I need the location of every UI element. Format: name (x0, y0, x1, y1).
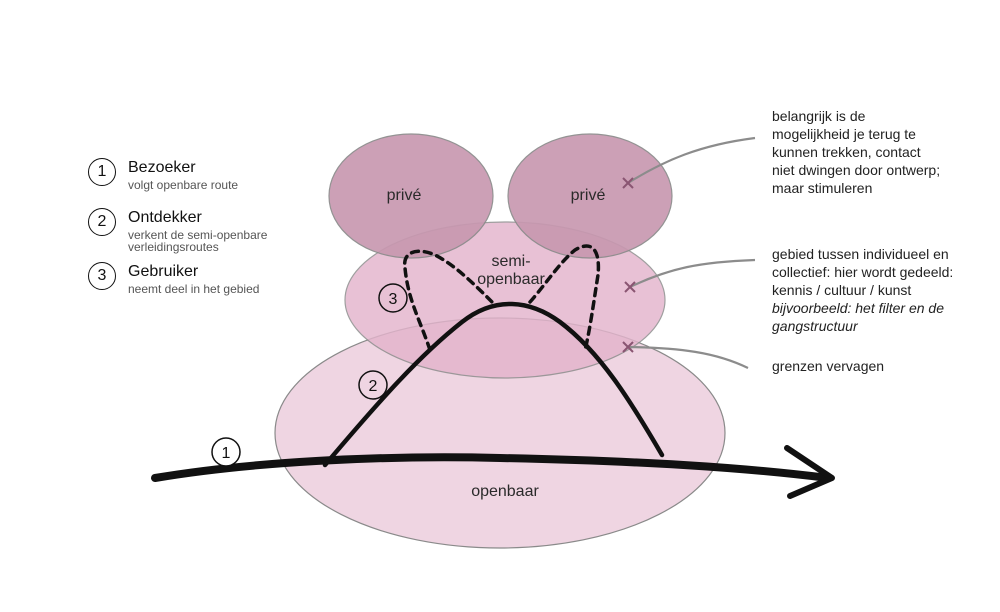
zone-semi-label-line2: openbaar (477, 271, 545, 288)
legend-title: Gebruiker (128, 263, 199, 280)
route-marker-3: 3 (378, 283, 408, 313)
route-marker-3-label: 3 (389, 291, 398, 308)
legend-description: verkent de semi-openbare verleidingsrout… (128, 228, 268, 254)
annotation-top-line: maar stimuleren (772, 180, 873, 196)
annotation-top: belangrijk is de mogelijkheid je terug t… (772, 107, 994, 197)
legend-description: volgt openbare route (128, 178, 239, 192)
cross-mark-middle (624, 281, 636, 293)
annotation-top-line: niet dwingen door ontwerp; (772, 162, 941, 178)
annotation-bottom-line: grenzen vervagen (772, 358, 885, 374)
annotation-middle-italic-line: gangstructuur (772, 318, 858, 334)
legend-title: Ontdekker (128, 209, 202, 226)
cross-mark-bottom (622, 341, 634, 353)
legend-number: 3 (88, 262, 116, 290)
route-3-dashed (403, 249, 494, 352)
cross-mark-top (622, 177, 634, 189)
annotation-middle-line: collectief: hier wordt gedeeld: (772, 264, 954, 280)
route-marker-1-label: 1 (222, 445, 231, 462)
zone-semi-label-line1: semi- (491, 253, 530, 270)
route-marker-2-label: 2 (369, 378, 378, 395)
annotation-middle-line: gebied tussen individueel en (772, 246, 949, 262)
route-marker-1: 1 (211, 437, 241, 467)
route-1-arrow (151, 453, 832, 482)
legend-description: neemt deel in het gebied (128, 282, 260, 296)
legend-number: 2 (88, 208, 116, 236)
route-2-arc (322, 301, 665, 468)
annotation-bottom: grenzen vervagen (772, 357, 994, 375)
route-3-dashed-right (528, 244, 601, 352)
annotation-top-line: belangrijk is de (772, 108, 866, 124)
route-marker-2: 2 (358, 370, 388, 400)
annotation-middle-italic-line: bijvoorbeeld: het filter en de (772, 300, 944, 316)
zone-prive-left-ellipse (328, 133, 494, 259)
annotation-top-line: mogelijkheid je terug te (772, 126, 916, 142)
legend-number: 1 (88, 158, 116, 186)
zone-prive-right-ellipse (507, 133, 673, 259)
zone-prive-right-label: privé (571, 187, 606, 204)
legend-title: Bezoeker (128, 159, 196, 176)
zone-prive-left-label: privé (387, 187, 422, 204)
leader-line-bottom (627, 345, 749, 369)
annotation-middle-line: kennis / cultuur / kunst (772, 282, 912, 298)
leader-line-top (627, 136, 756, 184)
leader-line-middle (629, 258, 756, 288)
zone-openbaar-label: openbaar (471, 483, 539, 500)
route-1-arrow-head (784, 445, 835, 499)
annotation-top-line: kunnen trekken, contact (772, 144, 921, 160)
annotation-middle: gebied tussen individueel en collectief:… (772, 245, 994, 335)
